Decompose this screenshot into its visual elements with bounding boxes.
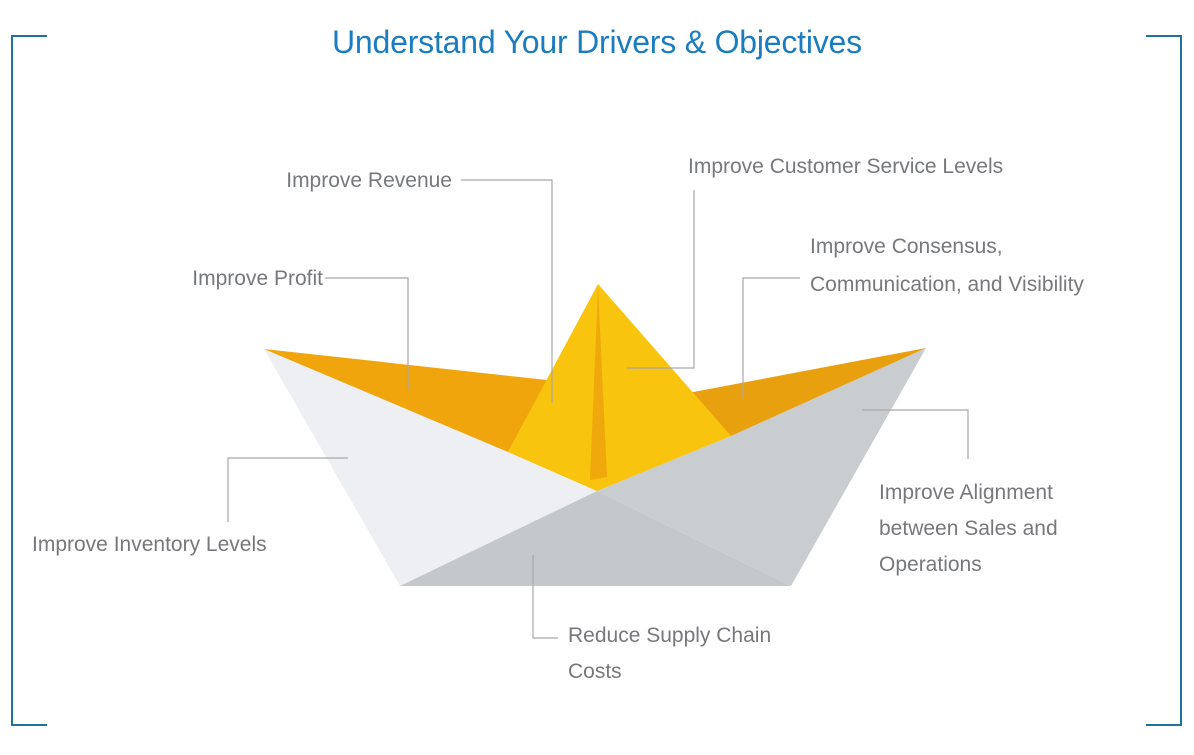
connector-customer-service [627,190,695,369]
label-improve-customer-service-levels: Improve Customer Service Levels [688,149,1003,185]
boat-sail [508,284,731,491]
connector-supply-chain [532,555,558,639]
label-line: Improve Customer Service Levels [688,155,1004,178]
label-reduce-supply-chain-costs: Reduce Supply Chain Costs [568,618,771,690]
connector-revenue [461,179,553,403]
connector-profit [325,277,409,390]
boat-left-wing [264,349,547,452]
connector-inventory [227,457,348,522]
connector-consensus [742,277,800,397]
label-line: Improve Revenue [286,169,452,192]
label-line: Costs [568,660,622,683]
boat-left-hull [264,349,597,586]
label-line: Improve Inventory Levels [32,533,267,556]
label-line: Improve Consensus, [810,235,1003,258]
label-line: Improve Profit [192,267,323,290]
boat-bottom-hull [400,491,791,586]
right-frame-bracket [1146,35,1182,726]
label-improve-inventory-levels: Improve Inventory Levels [32,527,267,563]
label-improve-profit: Improve Profit [192,261,323,297]
label-line: Improve Alignment [879,481,1053,504]
label-line: Operations [879,553,982,576]
label-improve-consensus-communication-visibility: Improve Consensus, Communication, and Vi… [810,228,1084,304]
boat-right-wing [688,348,926,436]
page-title: Understand Your Drivers & Objectives [332,24,862,60]
boat-sail-center-fold [590,286,607,480]
boat-right-hull [597,348,926,586]
left-frame-bracket [11,35,47,726]
label-improve-alignment-sales-operations: Improve Alignment between Sales and Oper… [879,475,1058,583]
label-line: Reduce Supply Chain [568,624,772,647]
label-improve-revenue: Improve Revenue [286,163,452,199]
connector-alignment [862,409,969,459]
label-line: Communication, and Visibility [810,273,1084,296]
label-line: between Sales and [879,517,1058,540]
